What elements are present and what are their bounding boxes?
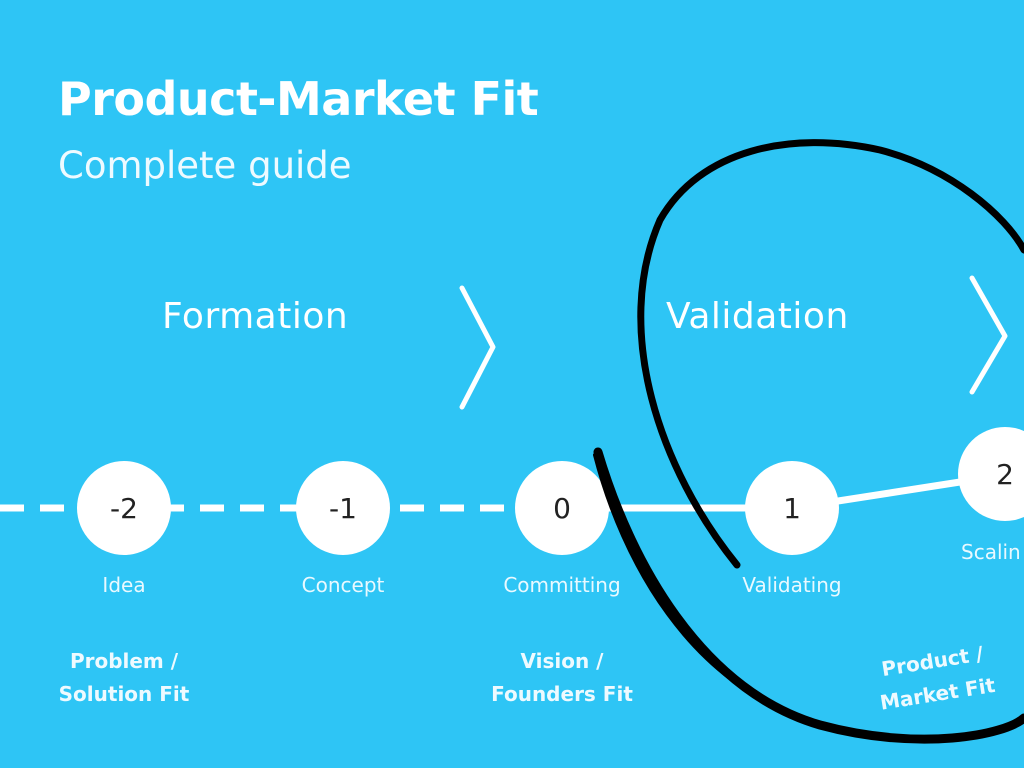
fit-label-line: Founders Fit: [491, 682, 633, 706]
stage-node-number: 1: [783, 492, 801, 525]
stage-node-2: 2: [958, 427, 1024, 521]
stage-label-validating: Validating: [742, 573, 842, 597]
fit-label-line: Problem /: [69, 649, 179, 673]
page-title: Product-Market Fit: [58, 72, 539, 126]
stage-node-number: -2: [110, 492, 138, 525]
stage-node-minus-1: -1: [296, 461, 390, 555]
phase-formation-label: Formation: [162, 296, 349, 337]
page-subtitle: Complete guide: [58, 144, 352, 187]
highlight-ellipse-stroke: [637, 139, 1024, 569]
stage-node-number: 2: [996, 458, 1014, 491]
fit-label-vision-founders: Vision / Founders Fit: [491, 645, 633, 711]
chevron-right-icon: [969, 275, 1008, 395]
chevron-right-icon: [459, 285, 496, 410]
stage-node-number: 0: [553, 492, 571, 525]
stage-node-0: 0: [515, 461, 609, 555]
phase-validation-label: Validation: [666, 296, 849, 337]
stage-node-minus-2: -2: [77, 461, 171, 555]
stage-label-concept: Concept: [301, 573, 385, 597]
stage-label-idea: Idea: [102, 573, 146, 597]
highlight-ellipse-stroke: [593, 453, 814, 722]
fit-label-problem-solution: Problem / Solution Fit: [59, 645, 190, 711]
stage-node-number: -1: [329, 492, 357, 525]
stage-label-scaling: Scalin: [961, 540, 1021, 564]
stage-label-committing: Committing: [503, 573, 621, 597]
fit-label-line: Vision /: [520, 649, 604, 673]
stage-node-1: 1: [745, 461, 839, 555]
fit-label-line: Solution Fit: [58, 682, 190, 706]
